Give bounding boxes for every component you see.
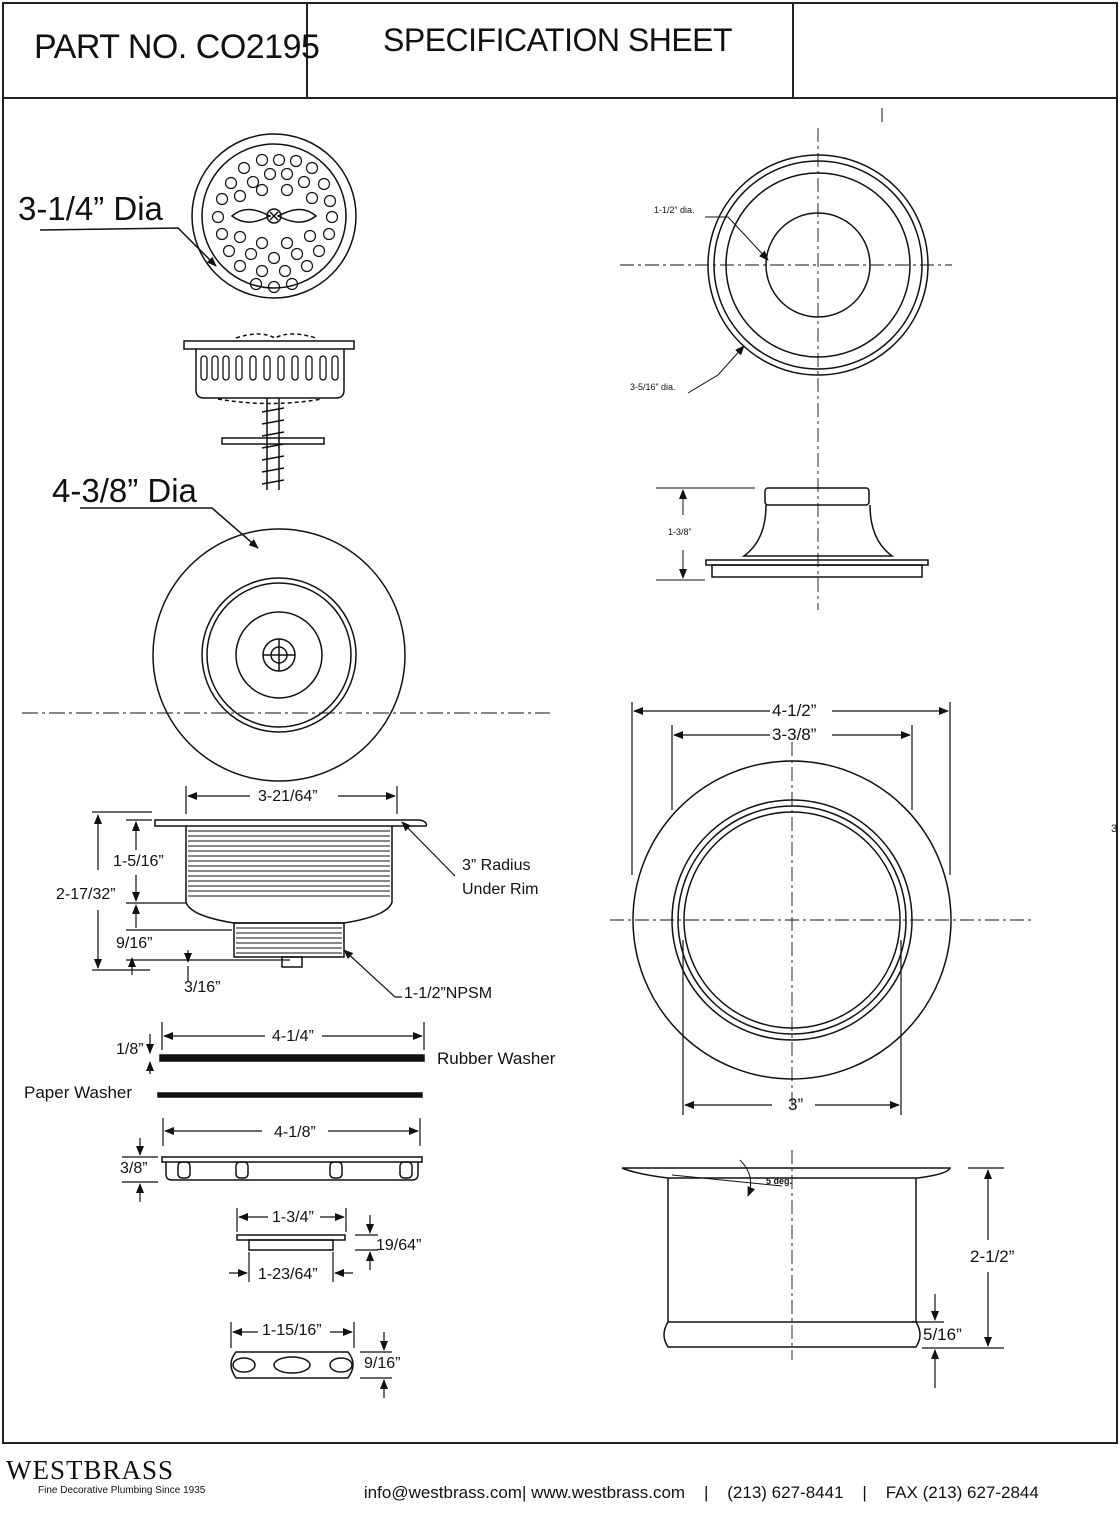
bead-height-label: 5/16”: [923, 1325, 962, 1344]
angle-label: 5 deg.: [766, 1176, 792, 1186]
fax-number: FAX (213) 627-2844: [885, 1483, 1039, 1502]
sleeve-side-view: [621, 1150, 1004, 1388]
header-blank-cell: [792, 2, 1118, 99]
drain-body-dimensions: [92, 786, 456, 998]
mount-ring-dia-label: 4-1/8”: [274, 1124, 316, 1141]
stopper-inner-dia-label: 1-1/2” dia.: [654, 205, 695, 215]
flange-dia-label: 4-3/8” Dia: [52, 472, 198, 509]
rubber-washer-label: Rubber Washer: [437, 1049, 556, 1068]
mounting-ring: [122, 1118, 423, 1202]
upper-height-label: 1-5/16”: [113, 853, 164, 870]
strainer-top-view: [191, 133, 357, 299]
strainer-side-view: [183, 333, 355, 490]
separator: |: [685, 1483, 728, 1502]
flange-ring-top-view: [610, 702, 1032, 1115]
flange-inner-label: 3-3/8”: [772, 725, 817, 744]
footer: WESTBRASS Fine Decorative Plumbing Since…: [0, 1445, 1120, 1502]
sleeve-dia-label: 3”: [788, 1095, 803, 1114]
brand-tagline: Fine Decorative Plumbing Since 1935: [38, 1485, 206, 1496]
radius-note-2: Under Rim: [462, 881, 538, 898]
rubber-washer-thk-label: 1/8”: [116, 1041, 144, 1058]
thread-note: 1-1/2”NPSM: [404, 985, 492, 1002]
contact-line: info@westbrass.com| www.westbrass.com | …: [345, 1463, 1039, 1523]
flange-leader: [80, 507, 259, 549]
separator: |: [843, 1483, 886, 1502]
stopper-top-view: [620, 108, 952, 610]
sleeve-height-label: 2-1/2”: [970, 1247, 1015, 1266]
tail-height-label: 3/16”: [184, 979, 220, 996]
body-width-label: 3-21/64”: [258, 788, 318, 805]
locknut: [229, 1208, 378, 1282]
rubber-washer: [146, 1022, 425, 1074]
locknut-outer-label: 1-3/4”: [272, 1209, 314, 1226]
neck-height-label: 9/16”: [116, 935, 152, 952]
nut-height-label: 9/16”: [364, 1355, 400, 1372]
email-link[interactable]: info@westbrass.com: [363, 1483, 522, 1502]
technical-drawing: 3-1/4” Dia 4-3/8” Dia 3-21/64” 1-5/16” 2…: [18, 108, 1117, 1398]
locknut-inner-label: 1-23/64”: [258, 1266, 318, 1283]
part-number: PART NO. CO2195: [34, 28, 320, 66]
paper-washer: [157, 1092, 423, 1098]
drawing-frame: [2, 98, 1118, 1444]
sheet-title: SPECIFICATION SHEET: [383, 22, 733, 58]
mount-ring-height-label: 3/8”: [120, 1160, 148, 1177]
drain-body-side: [154, 819, 428, 968]
flange-top-view: [22, 528, 550, 782]
coupling-nut: [230, 1322, 392, 1398]
stopper-height-label: 1-3/8”: [668, 527, 692, 537]
radius-note-1: 3” Radius: [462, 857, 530, 874]
stopper-side-view: [656, 487, 929, 581]
strainer-leader: [39, 227, 217, 267]
separator: |: [521, 1483, 532, 1502]
phone-number: (213) 627-8441: [727, 1483, 844, 1502]
total-height-label: 2-17/32”: [56, 886, 116, 903]
nut-width-label: 1-15/16”: [262, 1322, 322, 1339]
flange-outer-label: 4-1/2”: [772, 701, 817, 720]
rubber-washer-dia-label: 4-1/4”: [272, 1028, 314, 1045]
edge-mark: 3: [1111, 823, 1117, 835]
strainer-dia-label: 3-1/4” Dia: [18, 190, 164, 227]
locknut-height-label: 19/64”: [376, 1237, 421, 1254]
brand-logo: WESTBRASS: [6, 1455, 175, 1485]
stopper-outer-dia-label: 3-5/16” dia.: [630, 382, 676, 392]
website-link[interactable]: www.westbrass.com: [531, 1483, 686, 1502]
paper-washer-label: Paper Washer: [24, 1083, 132, 1102]
